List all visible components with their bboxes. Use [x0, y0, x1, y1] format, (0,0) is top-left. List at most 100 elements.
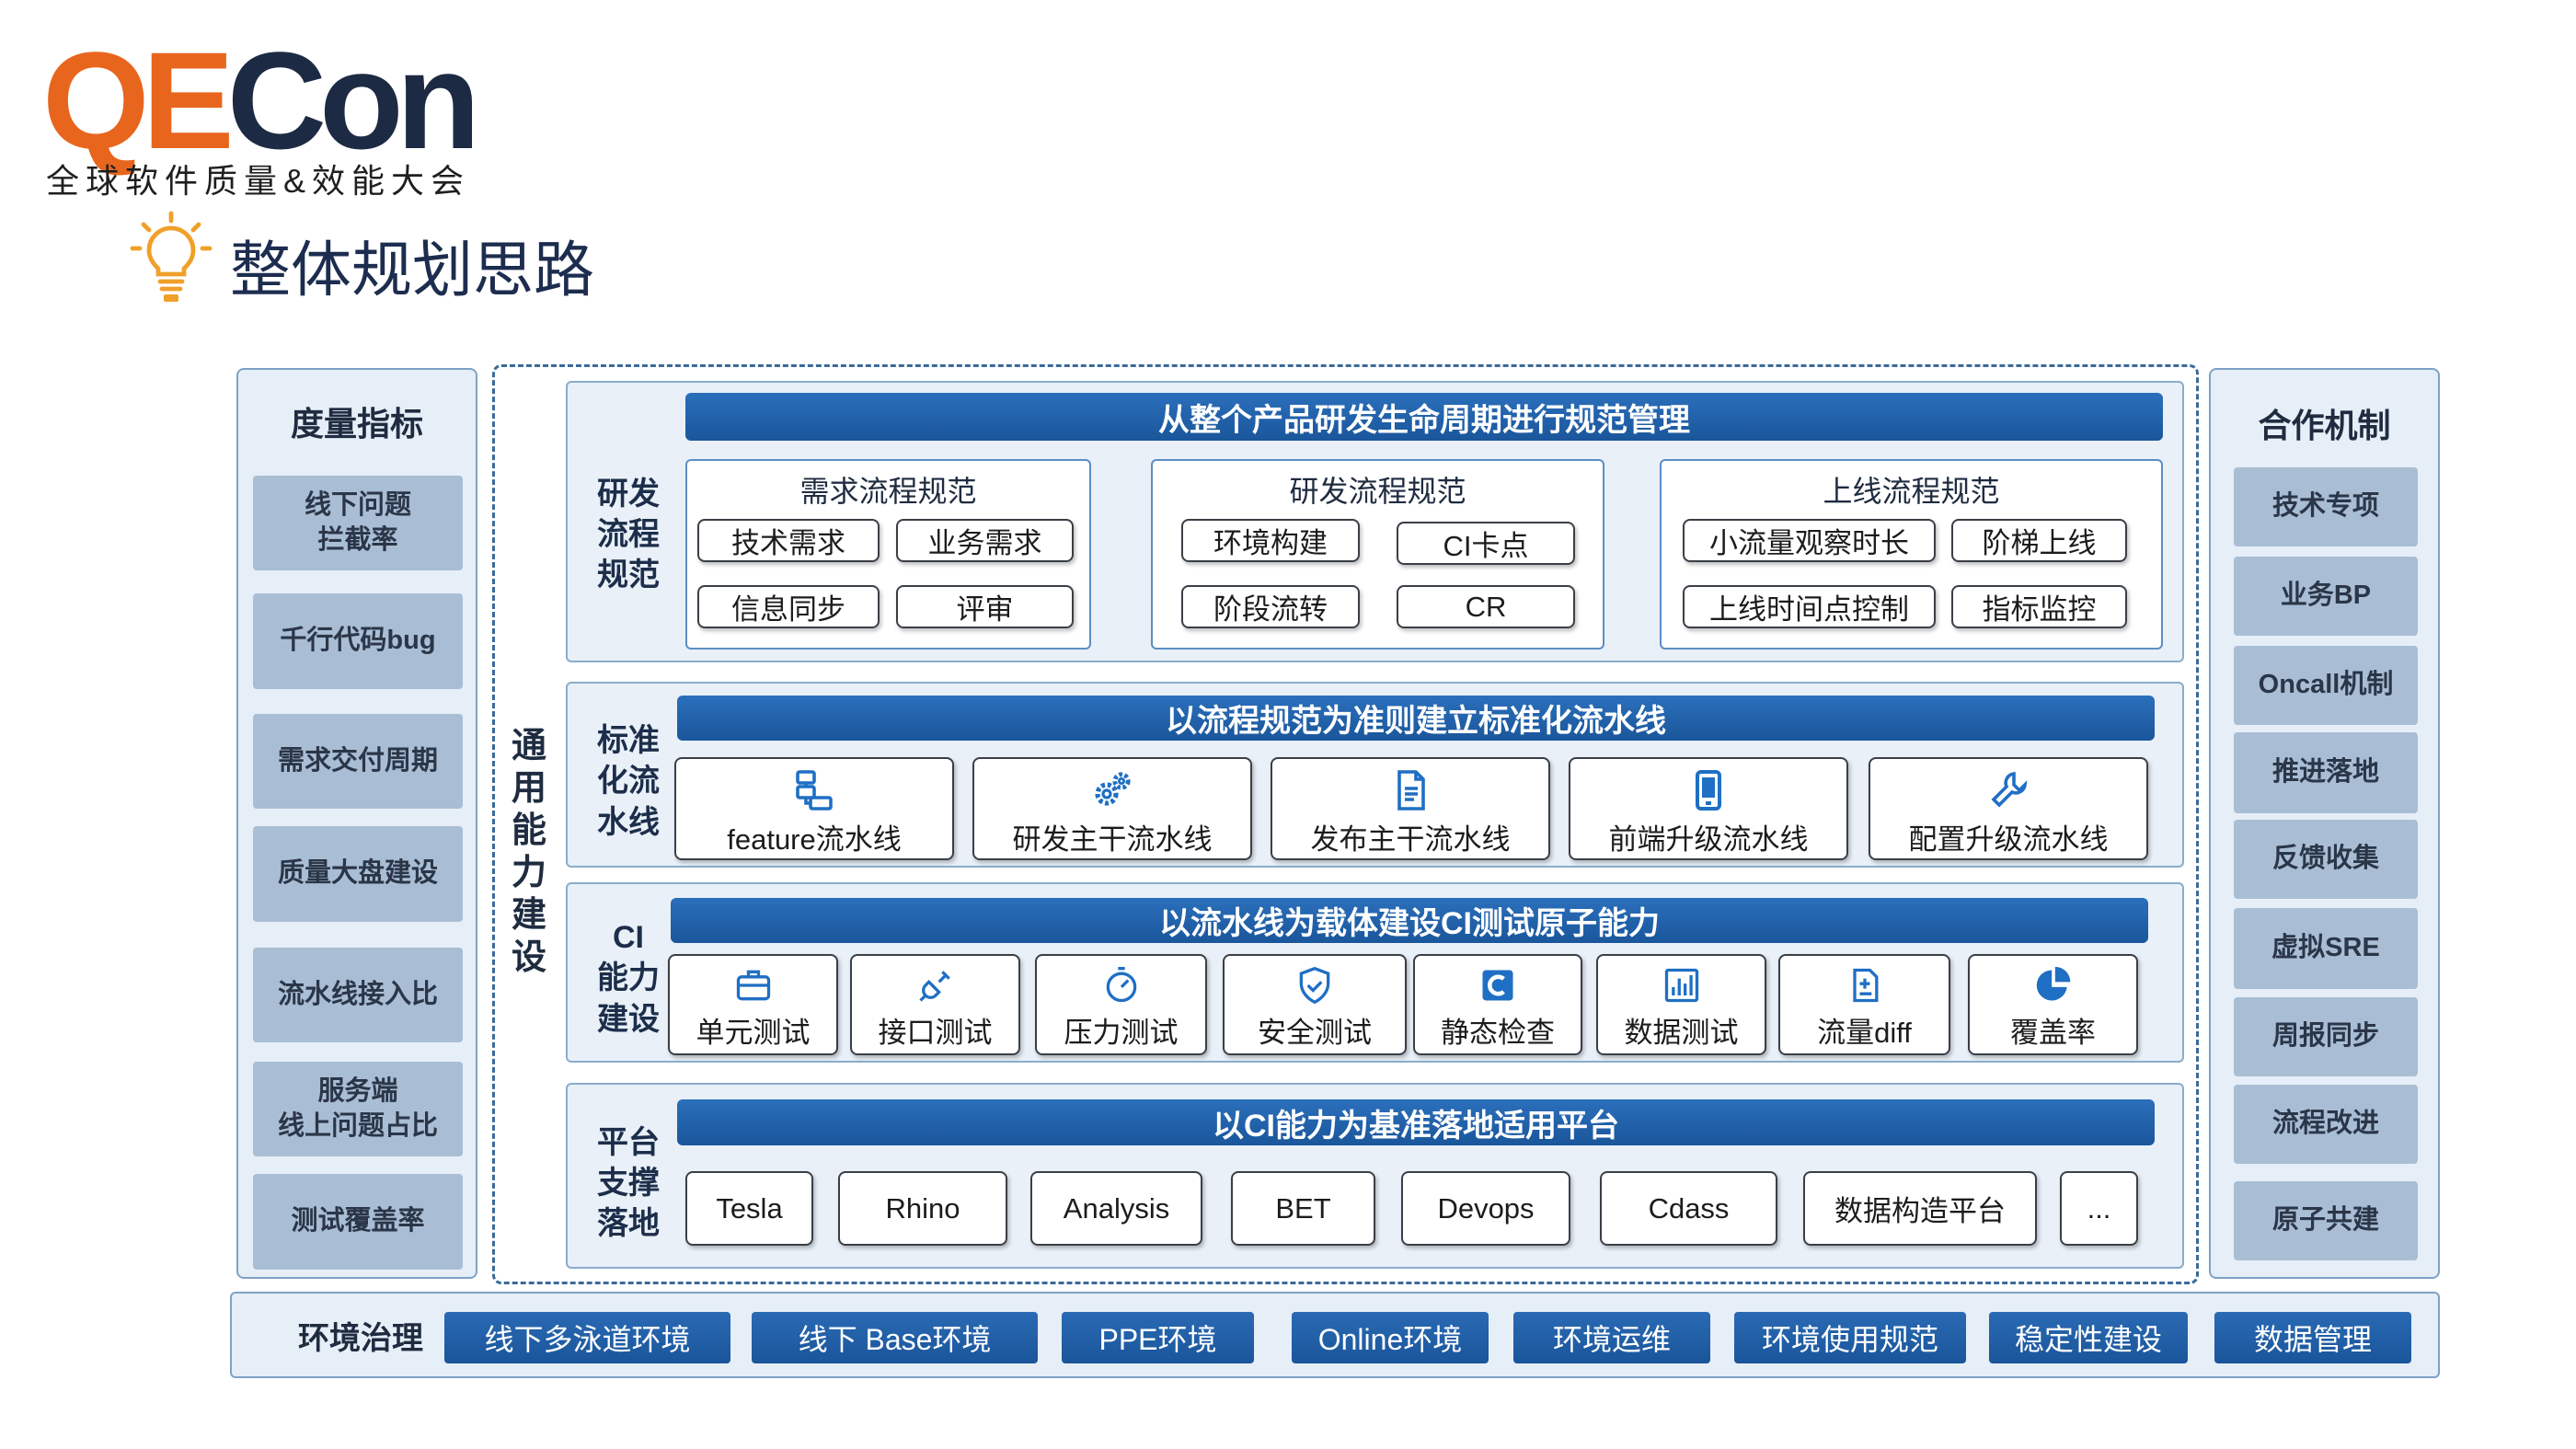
pipeline-item-label: 发布主干流水线 [1310, 823, 1511, 856]
environment-item: 环境运维 [1513, 1312, 1710, 1363]
metric-item: 服务端 线上问题占比 [253, 1062, 463, 1156]
metrics-panel: 度量指标 线下问题 拦截率 千行代码bug 需求交付周期 质量大盘建设 流水线接… [236, 368, 477, 1279]
platform-section: 以CI能力为基准落地适用平台 平台 支撑 落地 Tesla Rhino Anal… [566, 1083, 2184, 1269]
ci-item-label: 接口测试 [878, 1017, 993, 1049]
code-scan-icon [1482, 970, 1513, 1001]
ci-item-label: 流量diff [1817, 1017, 1912, 1049]
ci-item-label: 静态检查 [1441, 1017, 1555, 1049]
process-item: 阶梯上线 [1951, 519, 2127, 562]
platform-item: 数据构造平台 [1803, 1171, 2037, 1246]
flowchart-icon [796, 770, 833, 811]
qecon-logo: QECon [42, 31, 480, 169]
page-title: 整体规划思路 [230, 236, 594, 304]
platform-item: Tesla [685, 1171, 813, 1246]
pipeline-section: 以流程规范为准则建立标准化流水线 标准 化流 水线 feature流水线 研发主… [566, 682, 2184, 868]
pipeline-item: feature流水线 [674, 757, 954, 860]
environment-item: Online环境 [1292, 1312, 1489, 1363]
cooperation-item: 技术专项 [2234, 467, 2418, 546]
platform-item: Analysis [1030, 1171, 1202, 1246]
logo-subtitle: 全球软件质量&效能大会 [46, 162, 471, 200]
process-item: 阶段流转 [1181, 585, 1360, 628]
metrics-header: 度量指标 [290, 405, 423, 443]
pipeline-item: 配置升级流水线 [1869, 757, 2148, 860]
pipeline-banner: 以流程规范为准则建立标准化流水线 [677, 696, 2155, 741]
platform-item: BET [1231, 1171, 1375, 1246]
process-section: 从整个产品研发生命周期进行规范管理 研发 流程 规范 需求流程规范 技术需求 业… [566, 381, 2184, 662]
group-title: 需求流程规范 [799, 475, 977, 508]
bar-chart-icon [1664, 968, 1698, 1003]
process-item: CI卡点 [1397, 522, 1575, 565]
cooperation-item: 虚拟SRE [2234, 908, 2418, 989]
platform-item: Devops [1401, 1171, 1570, 1246]
ci-item: 安全测试 [1223, 954, 1407, 1055]
cooperation-header: 合作机制 [2258, 407, 2391, 444]
pie-chart-icon [2036, 966, 2070, 1001]
cooperation-item: Oncall机制 [2234, 646, 2418, 725]
ci-item-label: 压力测试 [1064, 1017, 1179, 1049]
process-item: 环境构建 [1181, 519, 1360, 562]
metric-item: 流水线接入比 [253, 948, 463, 1042]
pipeline-item: 发布主干流水线 [1271, 757, 1550, 860]
environment-item: 线下多泳道环境 [444, 1312, 730, 1363]
cooperation-item: 周报同步 [2234, 997, 2418, 1076]
pipeline-item-label: 配置升级流水线 [1908, 823, 2109, 856]
process-item: 上线时间点控制 [1683, 585, 1936, 628]
ci-item: 覆盖率 [1968, 954, 2138, 1055]
metric-item: 测试覆盖率 [253, 1174, 463, 1270]
ci-item-label: 单元测试 [696, 1017, 811, 1049]
platform-item: Rhino [838, 1171, 1007, 1246]
pipeline-item: 前端升级流水线 [1569, 757, 1848, 860]
cooperation-item: 原子共建 [2234, 1181, 2418, 1260]
gears-icon [1095, 772, 1131, 806]
environment-item: PPE环境 [1062, 1312, 1254, 1363]
pipeline-item: 研发主干流水线 [972, 757, 1252, 860]
phone-icon [1696, 770, 1721, 811]
pipeline-item-label: 前端升级流水线 [1608, 823, 1809, 856]
environment-item: 线下 Base环境 [752, 1312, 1038, 1363]
cooperation-item: 反馈收集 [2234, 820, 2418, 899]
environment-label: 环境治理 [298, 1320, 423, 1356]
shield-check-icon [1299, 966, 1330, 1005]
platform-item: Cdass [1600, 1171, 1777, 1246]
gauge-icon [1106, 967, 1136, 1003]
process-item: 技术需求 [697, 519, 880, 562]
ci-label: CI 能力 建设 [597, 920, 660, 1037]
metric-item: 千行代码bug [253, 593, 463, 689]
ci-item: 压力测试 [1035, 954, 1207, 1055]
platform-label: 平台 支撑 落地 [597, 1124, 660, 1242]
ci-item-label: 覆盖率 [2010, 1017, 2096, 1049]
general-capability-frame [492, 364, 2199, 1284]
ci-item: 单元测试 [668, 954, 838, 1055]
metric-item: 需求交付周期 [253, 714, 463, 809]
ci-item-label: 安全测试 [1258, 1017, 1372, 1049]
environment-bar: 环境治理 线下多泳道环境 线下 Base环境 PPE环境 Online环境 环境… [230, 1292, 2440, 1378]
lightbulb-icon [130, 211, 213, 302]
process-item: 信息同步 [697, 585, 880, 628]
environment-item: 环境使用规范 [1734, 1312, 1966, 1363]
document-icon [1397, 770, 1425, 811]
platform-banner: 以CI能力为基准落地适用平台 [677, 1099, 2155, 1145]
plug-icon [918, 971, 950, 1002]
ci-item: 数据测试 [1596, 954, 1766, 1055]
metric-item: 线下问题 拦截率 [253, 476, 463, 570]
process-item: 小流量观察时长 [1683, 519, 1936, 562]
ci-section: 以流水线为载体建设CI测试原子能力 CI 能力 建设 单元测试 接口测试 压力测… [566, 882, 2184, 1063]
ci-item: 流量diff [1778, 954, 1950, 1055]
development-process-group: 研发流程规范 环境构建 CI卡点 阶段流转 CR [1151, 459, 1604, 650]
process-item: 业务需求 [896, 519, 1074, 562]
metric-item: 质量大盘建设 [253, 826, 463, 922]
group-title: 上线流程规范 [1823, 475, 2000, 508]
environment-item: 稳定性建设 [1989, 1312, 2188, 1363]
cooperation-item: 流程改进 [2234, 1085, 2418, 1164]
group-title: 研发流程规范 [1289, 475, 1466, 508]
process-label: 研发 流程 规范 [597, 476, 660, 593]
process-item: CR [1397, 585, 1575, 628]
process-item: 指标监控 [1951, 585, 2127, 628]
ci-item-label: 数据测试 [1624, 1017, 1739, 1049]
pipeline-label: 标准 化流 水线 [597, 723, 660, 840]
briefcase-icon [736, 970, 770, 1001]
release-process-group: 上线流程规范 小流量观察时长 阶梯上线 上线时间点控制 指标监控 [1660, 459, 2163, 650]
process-banner: 从整个产品研发生命周期进行规范管理 [685, 393, 2163, 441]
ci-item: 接口测试 [850, 954, 1020, 1055]
logo-mark-dark: Con [226, 23, 481, 178]
